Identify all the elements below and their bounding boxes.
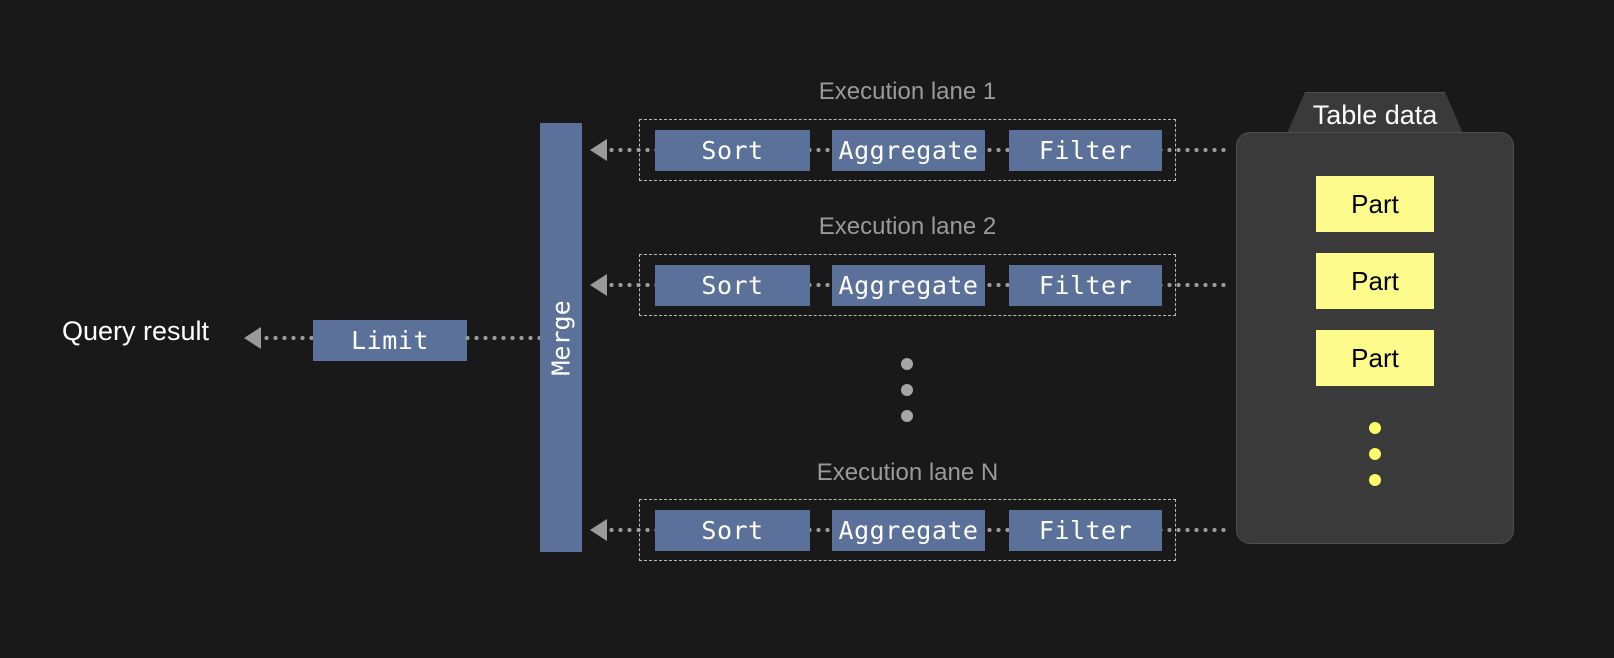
- lane-frame-2: Sort Aggregate Filter: [639, 254, 1176, 316]
- lane-1-op-sort[interactable]: Sort: [655, 130, 810, 171]
- lane-ellipsis-icon: [901, 358, 913, 422]
- table-data-panel: Part Part Part: [1236, 132, 1514, 544]
- arrow-lane-n-to-merge-icon: [590, 519, 607, 541]
- lane-n-op-sort[interactable]: Sort: [655, 510, 810, 551]
- lane-2-op-sort[interactable]: Sort: [655, 265, 810, 306]
- lane-n-op-aggregate[interactable]: Aggregate: [832, 510, 985, 551]
- arrow-lane-2-to-merge-icon: [590, 274, 607, 296]
- table-data-title: Table data: [1312, 99, 1438, 130]
- part-box[interactable]: Part: [1316, 176, 1434, 232]
- lane-title-2: Execution lane 2: [818, 213, 997, 240]
- lane-2-op-filter[interactable]: Filter: [1009, 265, 1162, 306]
- lane-frame-1: Sort Aggregate Filter: [639, 119, 1176, 181]
- query-result-label: Query result: [62, 316, 210, 346]
- lane-1-op-aggregate[interactable]: Aggregate: [832, 130, 985, 171]
- lane-n-op-filter[interactable]: Filter: [1009, 510, 1162, 551]
- arrow-lane-1-to-merge-icon: [590, 139, 607, 161]
- part-ellipsis-icon: [1369, 422, 1381, 486]
- table-data-tab-shape: [1285, 92, 1465, 138]
- arrow-to-query-result-icon: [244, 327, 261, 349]
- lane-2-op-aggregate[interactable]: Aggregate: [832, 265, 985, 306]
- lane-title-n: Execution lane N: [816, 459, 999, 486]
- limit-operator-box[interactable]: Limit: [313, 320, 467, 361]
- lane-1-op-filter[interactable]: Filter: [1009, 130, 1162, 171]
- merge-operator-bar[interactable]: Merge: [540, 123, 582, 552]
- merge-label: Merge: [546, 299, 576, 376]
- connector-merge-to-limit: [463, 336, 543, 340]
- lane-title-1: Execution lane 1: [818, 78, 997, 105]
- connector-limit-to-query-result: [262, 336, 318, 340]
- part-box[interactable]: Part: [1316, 253, 1434, 309]
- lane-frame-n: Sort Aggregate Filter: [639, 499, 1176, 561]
- part-box[interactable]: Part: [1316, 330, 1434, 386]
